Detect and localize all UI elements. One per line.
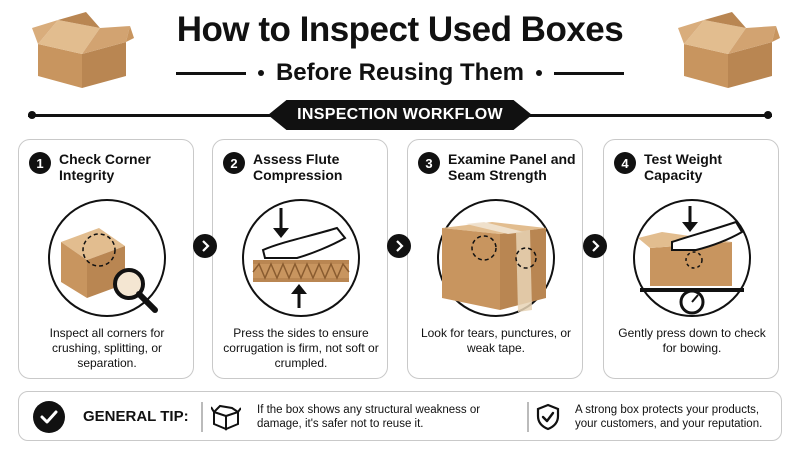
chevron-right-icon xyxy=(583,234,607,258)
divider xyxy=(527,402,529,432)
step-description: Inspect all corners for crushing, splitt… xyxy=(49,326,165,370)
step-number: 4 xyxy=(614,152,636,174)
general-tip-bar: GENERAL TIP: If the box shows any struct… xyxy=(18,391,782,441)
banner-rule-right xyxy=(528,114,772,117)
step-card-2: 2 Assess Flute Compression Press the sid… xyxy=(212,139,388,379)
tip-label: GENERAL TIP: xyxy=(83,408,189,425)
step-number: 2 xyxy=(223,152,245,174)
page-title: How to Inspect Used Boxes xyxy=(176,10,624,49)
step-title: Check Corner Integrity xyxy=(59,151,151,183)
banner-rule-left xyxy=(28,114,272,117)
taped-box-icon xyxy=(437,199,555,317)
tip-text-benefit: A strong box protects your products, you… xyxy=(575,404,763,430)
box-outline-icon xyxy=(211,404,241,431)
shield-check-icon xyxy=(536,403,560,431)
weight-gauge-icon xyxy=(633,199,751,317)
subtitle-dot-right xyxy=(536,70,543,76)
banner-dot-left xyxy=(28,111,36,119)
magnifier-corner-icon xyxy=(48,199,166,317)
step-title: Examine Panel and Seam Strength xyxy=(448,151,576,183)
divider xyxy=(201,402,203,432)
subtitle-dot-left xyxy=(257,70,264,76)
step-description: Gently press down to check for bowing. xyxy=(618,326,766,355)
checkmark-icon xyxy=(33,401,65,433)
step-number: 3 xyxy=(418,152,440,174)
chevron-right-icon xyxy=(193,234,217,258)
open-box-icon xyxy=(32,12,134,88)
step-card-1: 1 Check Corner Integrity Inspect all cor… xyxy=(18,139,194,379)
flute-press-icon xyxy=(242,199,360,317)
chevron-right-icon xyxy=(387,234,411,258)
step-card-3: 3 Examine Panel and Seam Strength Look f… xyxy=(407,139,583,379)
step-card-4: 4 Test Weight Capacity Gently press down… xyxy=(603,139,779,379)
workflow-banner: INSPECTION WORKFLOW xyxy=(268,100,532,130)
workflow-banner-row: INSPECTION WORKFLOW xyxy=(28,100,772,130)
subtitle-line-left xyxy=(175,71,246,75)
subtitle-line-right xyxy=(554,71,625,75)
subtitle-row: Before Reusing Them xyxy=(0,56,800,90)
page-subtitle: Before Reusing Them xyxy=(275,59,525,86)
tip-text-warning: If the box shows any structural weakness… xyxy=(257,404,481,430)
step-title: Assess Flute Compression xyxy=(253,151,343,183)
open-box-icon xyxy=(678,12,780,88)
banner-dot-right xyxy=(764,111,772,119)
step-description: Look for tears, punctures, or weak tape. xyxy=(420,326,572,355)
step-description: Press the sides to ensure corrugation is… xyxy=(223,326,379,370)
step-title: Test Weight Capacity xyxy=(644,151,723,183)
step-number: 1 xyxy=(29,152,51,174)
